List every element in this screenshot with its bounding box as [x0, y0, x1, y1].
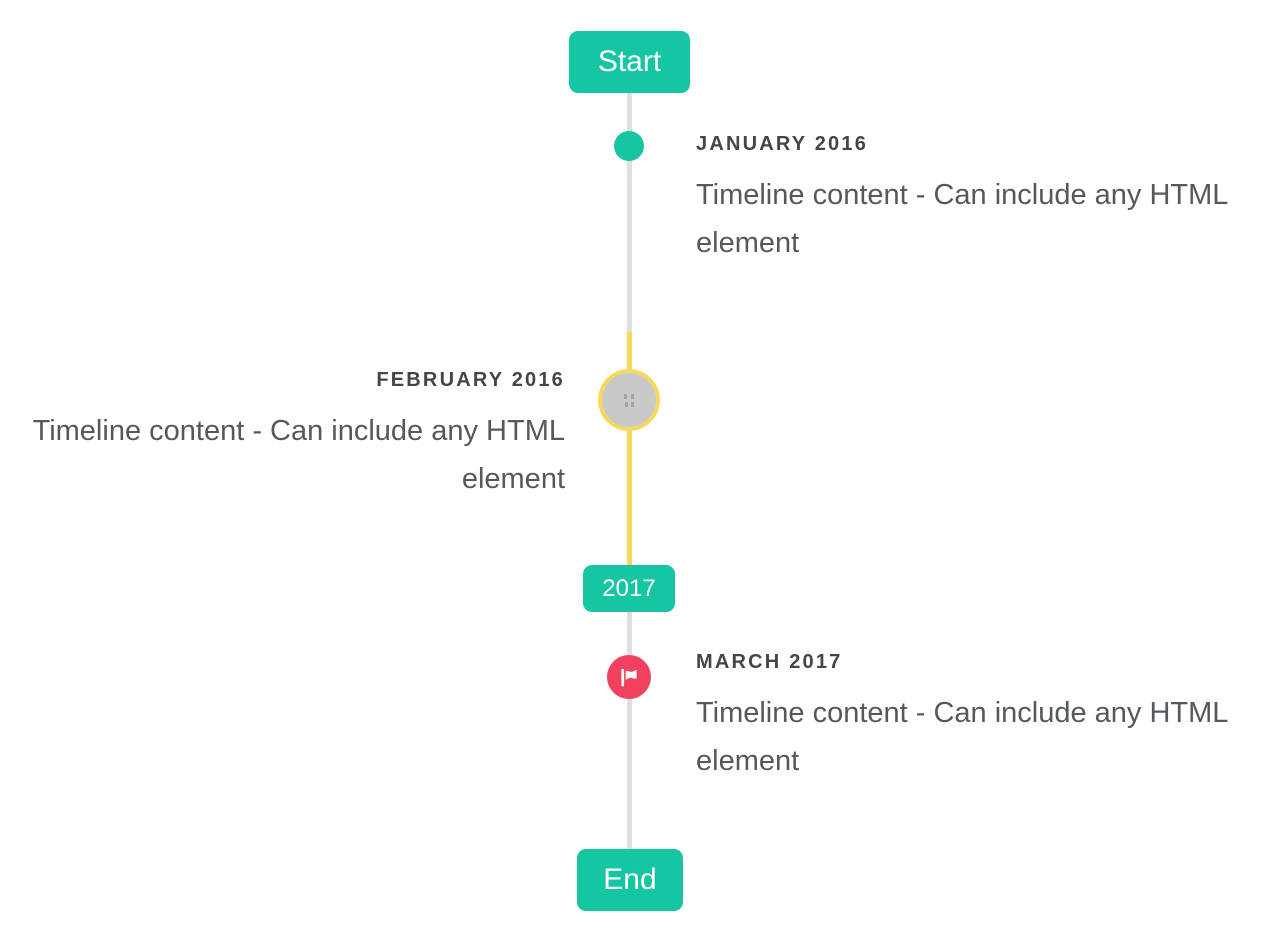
timeline-end-label: End: [603, 863, 657, 896]
item-content: Timeline content - Can include any HTML …: [696, 697, 1228, 777]
timeline-marker-february-selected[interactable]: [598, 369, 660, 431]
timeline-item-february: FEBRUARY 2016 Timeline content - Can inc…: [5, 369, 565, 503]
timeline-item-january: JANUARY 2016 Timeline content - Can incl…: [696, 133, 1248, 267]
timeline-start-label: Start: [597, 45, 662, 78]
timeline-item-march: MARCH 2017 Timeline content - Can includ…: [696, 651, 1248, 785]
item-date: FEBRUARY 2016: [376, 369, 565, 391]
timeline-year-label: 2017: [602, 574, 656, 602]
timeline-line-highlight: [627, 332, 632, 565]
flag-icon: [620, 668, 637, 686]
timeline-marker-march[interactable]: [607, 655, 651, 699]
broken-image-icon: [623, 393, 635, 407]
timeline-start-badge[interactable]: Start: [569, 31, 690, 93]
timeline-year-badge[interactable]: 2017: [583, 565, 675, 612]
item-content: Timeline content - Can include any HTML …: [696, 179, 1228, 259]
item-date: JANUARY 2016: [696, 133, 869, 155]
item-content: Timeline content - Can include any HTML …: [32, 415, 565, 495]
item-date: MARCH 2017: [696, 651, 843, 673]
timeline-marker-january[interactable]: [614, 131, 644, 161]
timeline-end-badge[interactable]: End: [577, 849, 683, 911]
